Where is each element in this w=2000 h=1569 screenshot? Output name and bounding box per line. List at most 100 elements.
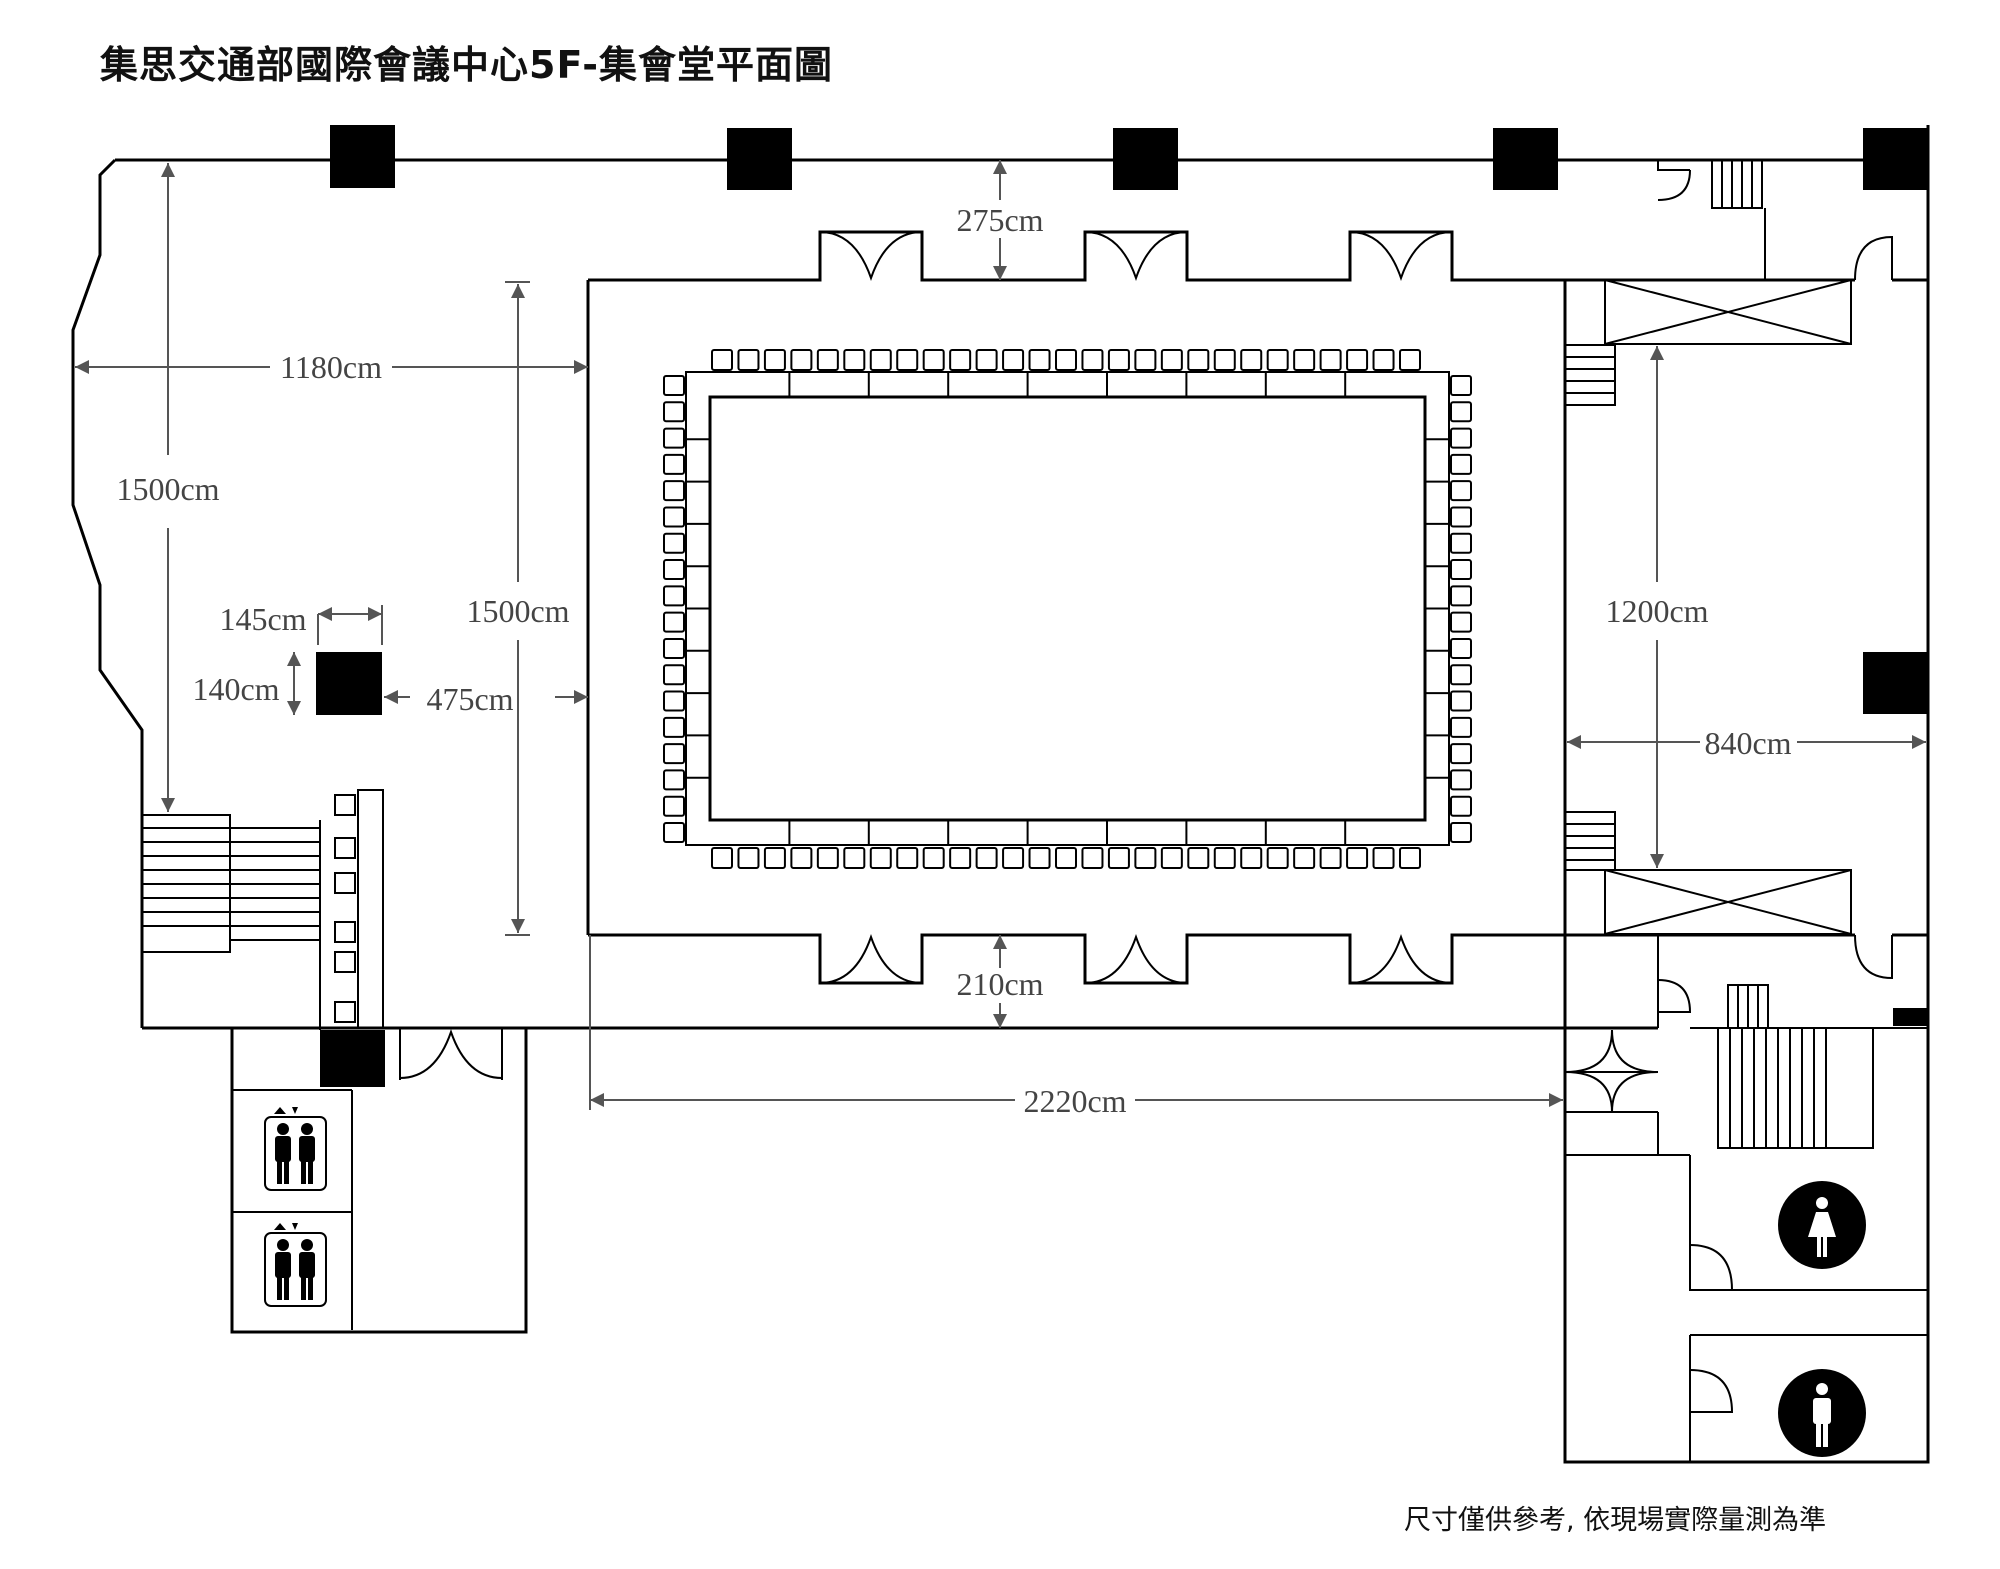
dim-label-lobby-width: 1180cm — [280, 349, 382, 385]
dim-label-hall-height: 1500cm — [466, 593, 569, 629]
pillar — [1893, 1008, 1928, 1026]
pillars — [316, 125, 1928, 1087]
dim-label-pillar-width: 145cm — [219, 601, 306, 637]
chair — [1450, 716, 1472, 738]
chair — [1134, 847, 1157, 869]
chair — [663, 506, 685, 528]
chair — [790, 349, 813, 371]
chair — [1450, 401, 1472, 423]
chair — [1372, 847, 1395, 869]
pillar — [1863, 652, 1928, 714]
chair — [1055, 349, 1077, 371]
chair — [1450, 637, 1472, 659]
chair — [1081, 349, 1104, 371]
chair — [1450, 559, 1472, 581]
chair — [663, 611, 685, 633]
chair — [663, 585, 685, 607]
dim-label-bottom-corridor: 210cm — [956, 966, 1043, 1002]
restroom-block — [1563, 935, 1930, 1464]
chair — [663, 401, 685, 423]
chair — [1213, 349, 1236, 371]
chair — [663, 559, 685, 581]
chair — [975, 847, 998, 869]
chair — [737, 349, 760, 371]
pillar — [330, 125, 395, 188]
dim-label-east-room-width: 840cm — [1704, 725, 1791, 761]
chair — [1450, 375, 1472, 396]
chair — [1293, 349, 1316, 371]
chair — [869, 847, 892, 869]
chair — [663, 716, 685, 738]
pillar — [1493, 128, 1558, 190]
chair — [1081, 847, 1104, 869]
chair — [663, 743, 685, 765]
chair — [663, 769, 685, 791]
chair — [737, 847, 760, 869]
chair — [663, 480, 685, 502]
chair — [1187, 349, 1210, 371]
chair — [1240, 847, 1263, 869]
chair — [1450, 480, 1472, 502]
pillar — [1863, 128, 1928, 190]
chair — [1319, 349, 1342, 371]
chair — [843, 847, 866, 869]
male-restroom-icon — [1778, 1369, 1866, 1457]
chair — [1293, 847, 1316, 869]
seat-group — [663, 349, 1472, 869]
chair — [1002, 349, 1025, 371]
chair — [1346, 847, 1369, 869]
chair — [1028, 847, 1051, 869]
chair — [1450, 506, 1472, 528]
disclaimer-note: 尺寸僅供參考, 依現場實際量測為準 — [1404, 1505, 1827, 1536]
chair — [816, 847, 839, 869]
left-stairs — [142, 789, 384, 1030]
chair — [1187, 847, 1210, 869]
chair — [663, 664, 685, 686]
chair — [1107, 847, 1130, 869]
chair — [1107, 349, 1130, 371]
east-room — [1564, 159, 1928, 980]
chair — [663, 532, 685, 554]
dimension-lines — [75, 160, 1926, 1110]
chair — [1450, 795, 1472, 817]
chair — [869, 349, 892, 371]
chair — [1372, 349, 1395, 371]
chair — [922, 847, 945, 869]
chair — [1266, 847, 1289, 869]
dim-label-top-corridor: 275cm — [956, 202, 1043, 238]
chair — [1240, 349, 1263, 371]
chair — [763, 847, 786, 869]
chair — [949, 847, 972, 869]
elevator-icon — [264, 1223, 327, 1307]
chair — [1028, 349, 1051, 371]
pillar — [316, 652, 382, 715]
dim-label-lobby-height: 1500cm — [116, 471, 219, 507]
chair — [1346, 349, 1369, 371]
chair — [1213, 847, 1236, 869]
pillar — [727, 128, 792, 190]
chair — [896, 847, 919, 869]
pillar — [320, 1030, 385, 1087]
chair — [1399, 349, 1421, 371]
chair — [663, 637, 685, 659]
chair — [1450, 585, 1472, 607]
dim-label-hall-width: 2220cm — [1023, 1083, 1126, 1119]
chair — [663, 690, 685, 712]
chair — [1450, 427, 1472, 449]
page-title: 集思交通部國際會議中心5F-集會堂平面圖 — [100, 43, 834, 87]
chair — [1450, 690, 1472, 712]
dim-label-pillar-to-hall: 475cm — [426, 681, 513, 717]
chair — [896, 349, 919, 371]
chair — [1160, 349, 1183, 371]
chair — [663, 822, 685, 843]
chair — [949, 349, 972, 371]
chair — [1450, 743, 1472, 765]
female-restroom-icon — [1778, 1181, 1866, 1269]
chair — [1266, 349, 1289, 371]
chair — [975, 349, 998, 371]
chair — [922, 349, 945, 371]
chair — [711, 349, 733, 371]
chair — [843, 349, 866, 371]
chair — [1450, 611, 1472, 633]
